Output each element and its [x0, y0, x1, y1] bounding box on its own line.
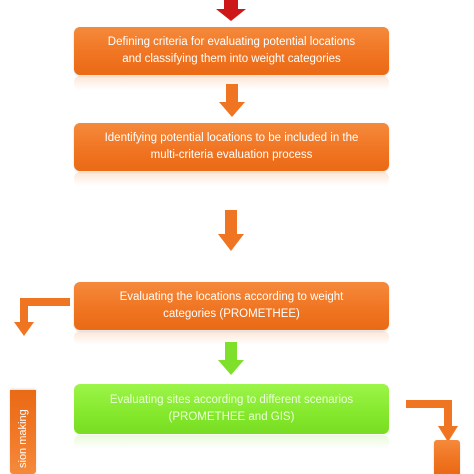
step-2-reflection	[74, 172, 389, 186]
step-4-line-2: (PROMETHEE and GIS)	[168, 411, 295, 423]
side-left-label: sion making	[17, 409, 29, 468]
down-arrow-icon	[218, 210, 244, 251]
step-4-reflection	[74, 435, 389, 449]
step-1-box: Defining criteria for evaluating potenti…	[74, 27, 389, 75]
step-2-box: Identifying potential locations to be in…	[74, 123, 389, 171]
side-left-box: sion making	[10, 390, 36, 474]
bent-arrow-right-icon	[406, 400, 458, 442]
step-1-line-2: and classifying them into weight categor…	[122, 53, 341, 65]
bent-arrow-left-icon	[14, 298, 70, 336]
step-1-reflection	[74, 76, 389, 90]
step-4-line-1: Evaluating sites according to different …	[109, 394, 354, 406]
step-3-box: Evaluating the locations according to we…	[74, 282, 389, 330]
step-2-line-1: Identifying potential locations to be in…	[104, 132, 359, 144]
down-arrow-icon	[219, 84, 245, 117]
step-3-line-2: categories (PROMETHEE)	[163, 308, 300, 320]
step-4-box: Evaluating sites according to different …	[74, 384, 389, 434]
step-2-line-2: multi-criteria evaluation process	[150, 149, 313, 161]
step-1-line-1: Defining criteria for evaluating potenti…	[107, 36, 356, 48]
side-right-box	[434, 440, 460, 474]
step-3-reflection	[74, 331, 389, 345]
highlight-down-arrow-icon	[218, 342, 244, 375]
top-arrow-icon	[216, 0, 246, 21]
step-3-line-1: Evaluating the locations according to we…	[119, 291, 344, 303]
